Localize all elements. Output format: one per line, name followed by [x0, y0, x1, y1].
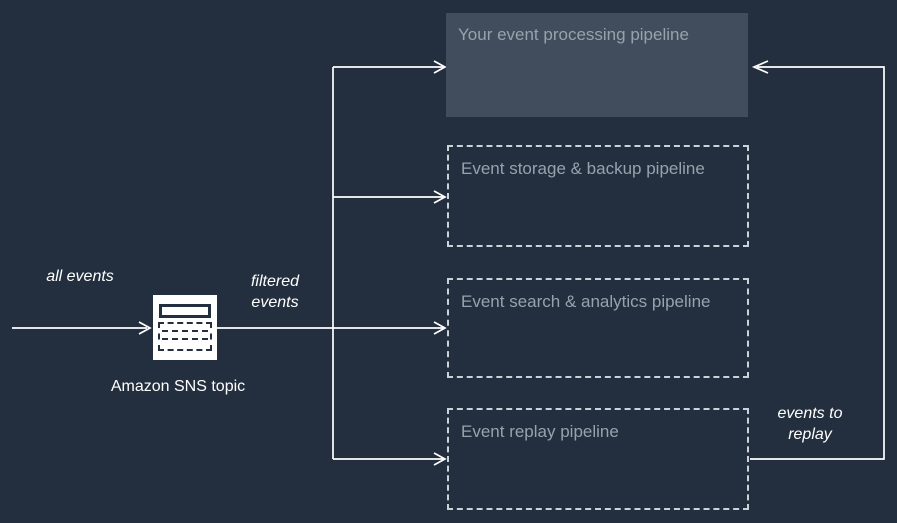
fanout-to-replay-arrow [333, 452, 447, 466]
fanout-to-processing-arrow [333, 60, 447, 74]
sns-topic-icon [153, 295, 217, 360]
pipeline-box-search-analytics-title: Event search & analytics pipeline [461, 292, 711, 311]
pipeline-box-event-processing-title: Your event processing pipeline [458, 25, 689, 44]
sns-icon-message-row [162, 338, 208, 340]
fanout-to-storage-arrow [333, 190, 447, 204]
label-sns-topic: Amazon SNS topic [110, 378, 246, 395]
sns-icon-message-row [162, 330, 208, 332]
pipeline-box-search-analytics: Event search & analytics pipeline [447, 278, 749, 378]
pipeline-box-storage-backup-title: Event storage & backup pipeline [461, 159, 705, 178]
pipeline-box-event-replay: Event replay pipeline [447, 408, 749, 510]
sns-to-search-arrow [217, 321, 447, 335]
label-filtered-events: filtered events [250, 273, 300, 311]
sns-icon-titlebar [159, 304, 211, 318]
replay-return-arrow [750, 60, 885, 460]
pipeline-box-storage-backup: Event storage & backup pipeline [447, 145, 749, 247]
pipeline-box-event-processing: Your event processing pipeline [446, 13, 748, 117]
label-events-to-replay: events to replay [777, 405, 843, 443]
label-all-events: all events [46, 268, 114, 285]
pipeline-box-event-replay-title: Event replay pipeline [461, 422, 619, 441]
sns-icon-message-list [158, 322, 212, 351]
all-events-arrow [12, 321, 152, 335]
